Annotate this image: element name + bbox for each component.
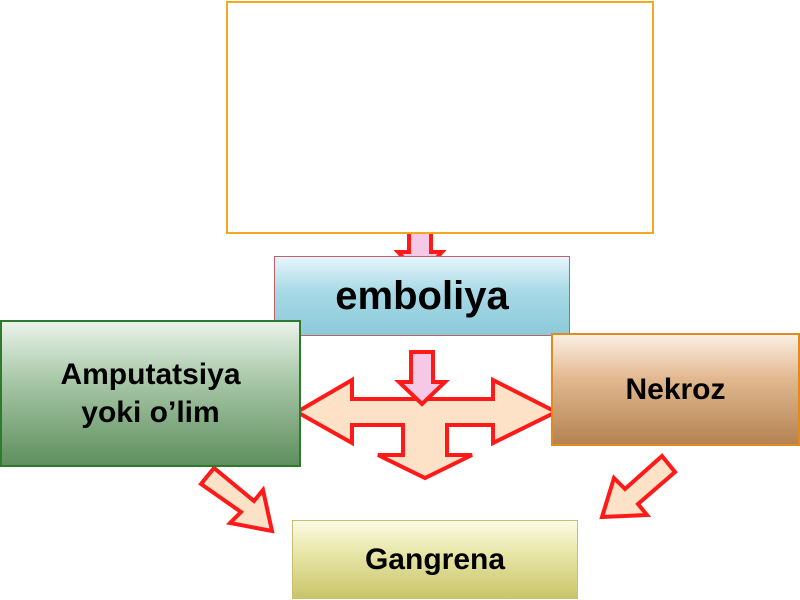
gangrena-label: Gangrena [364, 542, 506, 576]
amputatsiya-line-1: Amputatsiya [60, 358, 241, 391]
four-way-arrow [292, 376, 561, 481]
amputatsiya-box: Amputatsiya yoki o’lim [0, 320, 301, 467]
nekroz-box: Nekroz [551, 333, 800, 446]
gangrena-box: Gangrena [292, 520, 578, 599]
emboliya-box: emboliya [274, 256, 570, 336]
arrow-diag-left [198, 465, 275, 534]
arrow-diag-right [599, 453, 678, 520]
arrow-down-center [394, 350, 450, 407]
emboliya-label: emboliya [335, 273, 509, 318]
nekroz-label: Nekroz [625, 372, 726, 406]
amputatsiya-label: Amputatsiya yoki o’lim [60, 356, 240, 431]
top-empty-box [226, 1, 654, 234]
amputatsiya-line-2: yoki o’lim [81, 395, 220, 429]
